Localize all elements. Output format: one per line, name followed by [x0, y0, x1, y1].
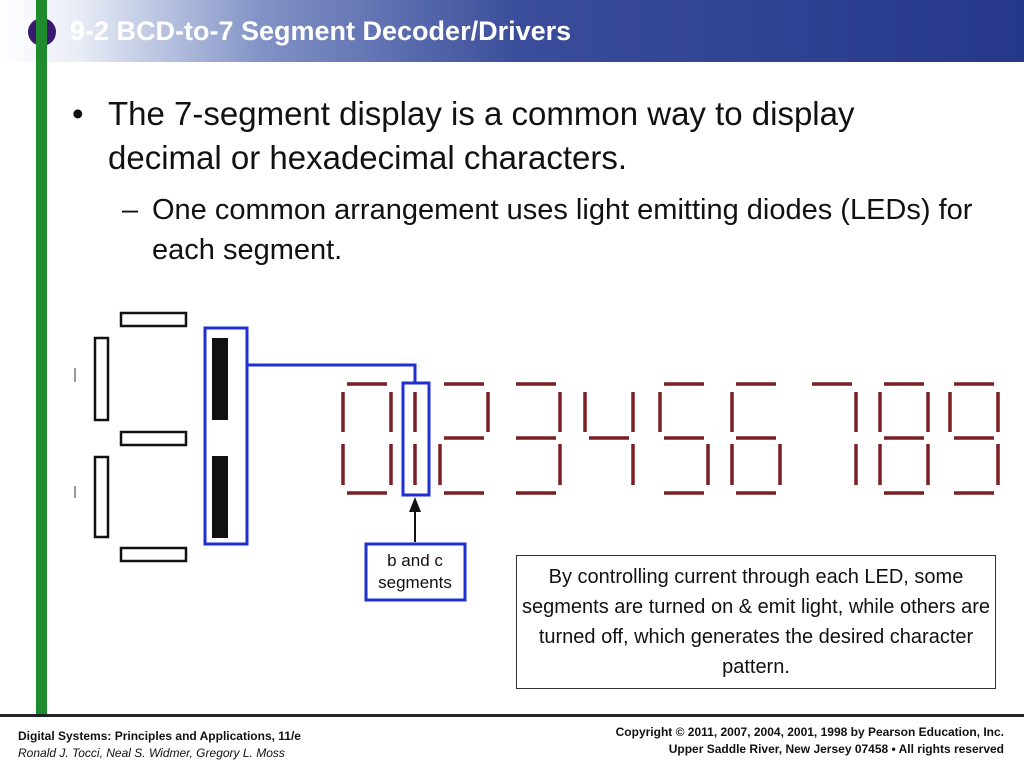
footer-divider — [0, 714, 1024, 717]
digit-one-highlight-box — [401, 381, 431, 497]
main-bullet-text: The 7-segment display is a common way to… — [108, 95, 855, 176]
edge-mark — [74, 486, 76, 498]
segment-e — [93, 455, 110, 539]
sub-bullet: – One common arrangement uses light emit… — [122, 190, 1002, 270]
lit-segments — [212, 338, 228, 538]
edge-mark — [74, 368, 76, 382]
digit-patterns — [341, 382, 1000, 495]
segment-f — [93, 336, 110, 422]
segment-c-lit — [212, 456, 228, 538]
segment-b-lit — [212, 338, 228, 420]
footer-right: Copyright © 2011, 2007, 2004, 2001, 1998… — [616, 724, 1004, 758]
main-bullet: • The 7-segment display is a common way … — [72, 92, 952, 180]
segment-label-line-2: segments — [378, 573, 452, 592]
large-seven-segment-display — [93, 311, 188, 563]
segment-label-line-1: b and c — [387, 551, 443, 570]
connector-line — [247, 363, 417, 383]
footer-book-title: Digital Systems: Principles and Applicat… — [18, 729, 301, 743]
footer-copyright: Copyright © 2011, 2007, 2004, 2001, 1998… — [615, 725, 1004, 739]
bullet-mark: • — [72, 95, 84, 132]
sub-bullet-mark: – — [122, 194, 139, 226]
footer-authors: Ronald J. Tocci, Neal S. Widmer, Gregory… — [18, 746, 285, 760]
accent-bar — [36, 0, 47, 716]
segment-d — [119, 546, 188, 563]
title-bar — [0, 0, 1024, 62]
segment-a — [119, 311, 188, 328]
sub-bullet-text: One common arrangement uses light emitti… — [152, 194, 973, 266]
note-text: By controlling current through each LED,… — [521, 566, 991, 678]
segment-g — [119, 430, 188, 447]
slide-title: 9-2 BCD-to-7 Segment Decoder/Drivers — [70, 16, 572, 46]
footer-publisher: Upper Saddle River, New Jersey 07458 • A… — [668, 742, 1004, 756]
footer-left: Digital Systems: Principles and Applicat… — [18, 728, 301, 762]
arrow-head — [409, 497, 421, 512]
explanation-note: By controlling current through each LED,… — [516, 555, 996, 689]
segment-label-box — [364, 542, 467, 602]
bc-highlight-box — [203, 326, 249, 546]
